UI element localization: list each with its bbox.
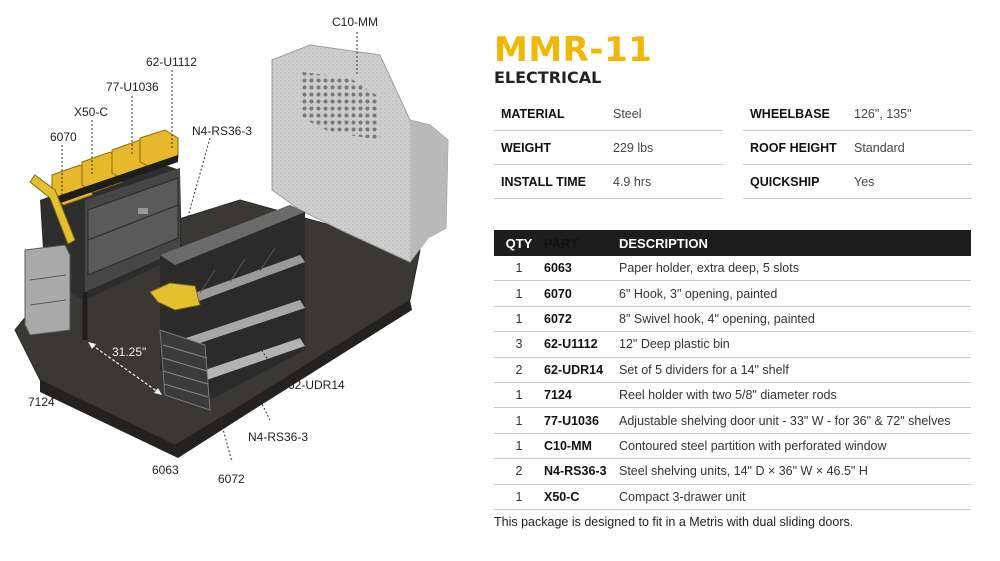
- shelf-top: [160, 205, 305, 265]
- spec-label: INSTALL TIME: [501, 174, 586, 189]
- cell-qty: 3: [494, 331, 544, 358]
- shelf-middle: [180, 300, 305, 348]
- parts-table-header: QTY PART DESCRIPTION: [494, 230, 971, 256]
- cell-qty: 1: [494, 484, 544, 510]
- cell-description: Reel holder with two 5/8" diameter rods: [619, 382, 971, 409]
- table-row: 1 7124 Reel holder with two 5/8" diamete…: [494, 382, 971, 409]
- cell-part: 6063: [544, 256, 619, 282]
- shelf-upper: [175, 255, 305, 308]
- table-row: 2 62-UDR14 Set of 5 dividers for a 14" s…: [494, 357, 971, 383]
- table-row: 3 62-U1112 12" Deep plastic bin: [494, 331, 971, 358]
- cell-part: 77-U1036: [544, 407, 619, 434]
- perforated-window: [302, 72, 380, 140]
- cell-part: X50-C: [544, 484, 619, 510]
- cell-qty: 1: [494, 306, 544, 333]
- parts-table: QTY PART DESCRIPTION 1 6063 Paper holder…: [494, 230, 971, 510]
- spec-label: QUICKSHIP: [750, 174, 820, 189]
- cell-part: 6072: [544, 306, 619, 333]
- spec-value: 4.9 hrs: [613, 174, 652, 189]
- spec-row-install-time: INSTALL TIME 4.9 hrs: [494, 165, 723, 199]
- callout-7124: 7124: [28, 395, 55, 409]
- spec-row-wheelbase: WHEELBASE 126", 135": [743, 97, 972, 131]
- spec-value: 229 lbs: [613, 140, 654, 155]
- product-category: ELECTRICAL: [494, 68, 602, 87]
- cell-part: 62-U1112: [544, 331, 619, 358]
- cell-qty: 1: [494, 433, 544, 460]
- product-title: MMR-11: [494, 30, 653, 70]
- van-layout-drawing: [14, 32, 449, 463]
- spec-label: ROOF HEIGHT: [750, 140, 837, 155]
- van-interior-illustration: C10-MM 62-U1112 77-U1036 X50-C 6070 N4-R…: [0, 0, 480, 556]
- paper-holder: [159, 329, 211, 411]
- partition-c10-mm: [271, 44, 449, 263]
- callout-6070: 6070: [50, 130, 77, 144]
- cell-qty: 2: [494, 357, 544, 383]
- footnote: This package is designed to fit in a Met…: [494, 515, 854, 529]
- cell-description: Set of 5 dividers for a 14" shelf: [619, 357, 971, 383]
- shelf-lower: [190, 338, 305, 384]
- header-part: PART: [544, 235, 579, 251]
- cell-part: 7124: [544, 382, 619, 409]
- table-row: 1 6063 Paper holder, extra deep, 5 slots: [494, 256, 971, 282]
- header-qty: QTY: [505, 235, 533, 251]
- callout-n4-rs36-3-top: N4-RS36-3: [192, 124, 253, 138]
- right-shelving-unit: [149, 205, 305, 411]
- callout-c10-mm: C10-MM: [332, 15, 379, 29]
- callout-6063: 6063: [152, 463, 179, 477]
- cell-qty: 2: [494, 458, 544, 485]
- drawer-door-unit: [87, 177, 179, 276]
- spec-label: WHEELBASE: [750, 106, 830, 121]
- cell-part: N4-RS36-3: [544, 458, 619, 485]
- header-description: DESCRIPTION: [619, 235, 708, 251]
- cell-description: Steel shelving units, 14" D × 36" W × 46…: [619, 458, 971, 485]
- spec-row-roof-height: ROOF HEIGHT Standard: [743, 131, 972, 165]
- left-shelving-unit: [24, 129, 182, 340]
- cell-description: Contoured steel partition with perforate…: [619, 433, 971, 460]
- cell-part: C10-MM: [544, 433, 619, 460]
- cell-part: 6070: [544, 280, 619, 307]
- spec-label: WEIGHT: [501, 140, 551, 155]
- callout-62-u1112: 62-U1112: [146, 55, 197, 69]
- callout-dimension: 31.25": [112, 345, 147, 359]
- callout-6072: 6072: [218, 472, 245, 486]
- table-row: 2 N4-RS36-3 Steel shelving units, 14" D …: [494, 458, 971, 485]
- table-row: 1 X50-C Compact 3-drawer unit: [494, 484, 971, 510]
- callout-77-u1036: 77-U1036: [106, 80, 159, 94]
- spec-row-quickship: QUICKSHIP Yes: [743, 165, 972, 199]
- table-row: 1 C10-MM Contoured steel partition with …: [494, 433, 971, 460]
- cell-qty: 1: [494, 382, 544, 409]
- spec-row-material: MATERIAL Steel: [494, 97, 723, 131]
- callout-n4-rs36-3-bottom: N4-RS36-3: [248, 430, 309, 444]
- cell-qty: 1: [494, 280, 544, 307]
- table-row: 1 77-U1036 Adjustable shelving door unit…: [494, 407, 971, 434]
- spec-value: Steel: [613, 106, 642, 121]
- spec-value: Standard: [854, 140, 905, 155]
- spec-list-left: MATERIAL Steel WEIGHT 229 lbs INSTALL TI…: [494, 97, 723, 199]
- cell-description: Paper holder, extra deep, 5 slots: [619, 256, 971, 282]
- dimension-arrow: [91, 344, 159, 393]
- callout-62-udr14: 62-UDR14: [288, 378, 345, 392]
- cell-description: 6" Hook, 3" opening, painted: [619, 280, 971, 307]
- cell-description: Adjustable shelving door unit - 33" W - …: [619, 407, 971, 434]
- spec-value: 126", 135": [854, 106, 912, 121]
- callout-x50-c: X50-C: [74, 105, 109, 119]
- spec-label: MATERIAL: [501, 106, 565, 121]
- cell-description: 12" Deep plastic bin: [619, 331, 971, 358]
- spec-row-weight: WEIGHT 229 lbs: [494, 131, 723, 165]
- cell-qty: 1: [494, 407, 544, 434]
- cell-part: 62-UDR14: [544, 357, 619, 383]
- spec-value: Yes: [854, 174, 875, 189]
- cell-description: Compact 3-drawer unit: [619, 484, 971, 510]
- table-row: 1 6072 8" Swivel hook, 4" opening, paint…: [494, 306, 971, 333]
- spec-list-right: WHEELBASE 126", 135" ROOF HEIGHT Standar…: [743, 97, 972, 199]
- cell-description: 8" Swivel hook, 4" opening, painted: [619, 306, 971, 333]
- table-row: 1 6070 6" Hook, 3" opening, painted: [494, 280, 971, 307]
- cell-qty: 1: [494, 256, 544, 282]
